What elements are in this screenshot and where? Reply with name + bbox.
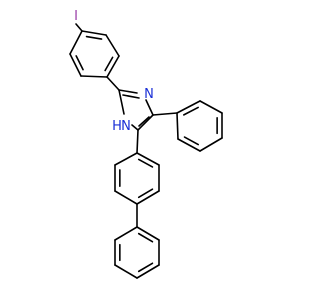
- iodine-atom-label: I: [74, 9, 78, 24]
- ring1-imidazole-bond: [106, 76, 120, 91]
- biphenyl-inner-ring-bond: [114, 190, 138, 205]
- phenyl-ring-bond: [199, 137, 223, 152]
- iodophenyl-ring-bond: [69, 53, 82, 77]
- imine-nitrogen-label: N: [144, 87, 154, 102]
- iodophenyl-ring-double-bond: [104, 56, 114, 72]
- biphenyl-outer-ring-bond: [136, 226, 160, 241]
- biphenyl-inner-ring-bond: [114, 152, 138, 166]
- iodophenyl-ring-bond: [69, 30, 83, 55]
- biphenyl-inner-ring-double-bond: [137, 188, 154, 199]
- imidazole-c2n3-double: [122, 94, 140, 99]
- c5-biphenyl-bond: [136, 129, 139, 154]
- amine-nitrogen-label: N: [121, 119, 131, 134]
- imidazole-c4-c5: [137, 114, 154, 131]
- bonds: [69, 23, 223, 279]
- imidazole-c2-n3: [118, 89, 138, 94]
- biphenyl-inner-ring-bond: [136, 152, 160, 166]
- iodophenyl-ring-double-bond: [85, 35, 103, 40]
- iodophenyl-ring-bond: [81, 30, 107, 36]
- phenyl-ring-bond: [199, 100, 223, 114]
- biphenyl-outer-ring-bond: [136, 264, 160, 279]
- amine-hydrogen-label: H: [112, 119, 122, 134]
- imidazole-n3-c4: [145, 99, 154, 116]
- phenyl-ring-bond: [176, 112, 179, 140]
- biphenyl-outer-ring-bond: [114, 264, 138, 279]
- biphenyl-outer-ring-double-bond: [137, 232, 154, 243]
- biphenyl-outer-ring-double-bond: [137, 262, 154, 273]
- phenyl-ring-double-bond: [183, 136, 200, 146]
- iodophenyl-ring-bond: [80, 75, 108, 78]
- imidazole-c4c5-double: [138, 116, 150, 127]
- imidazole-c5-n1: [131, 124, 139, 131]
- c-i-bond: [75, 23, 83, 32]
- iodophenyl-ring-bond: [105, 34, 120, 57]
- phenyl-ring-bond: [177, 138, 201, 152]
- c4-phenyl-bond: [152, 112, 178, 116]
- biphenyl-inner-ring-double-bond: [137, 158, 154, 168]
- iodophenyl-ring-bond: [106, 55, 120, 78]
- imidazole-n1-c2: [118, 89, 125, 115]
- iodophenyl-ring-double-bond: [75, 55, 84, 71]
- biphenyl-inner-ring-bond: [136, 190, 160, 205]
- phenyl-ring-bond: [176, 100, 201, 114]
- molecule-structure: I N N H: [69, 9, 223, 279]
- phenyl-ring-double-bond: [183, 106, 199, 116]
- biphenyl-outer-ring-bond: [114, 226, 138, 241]
